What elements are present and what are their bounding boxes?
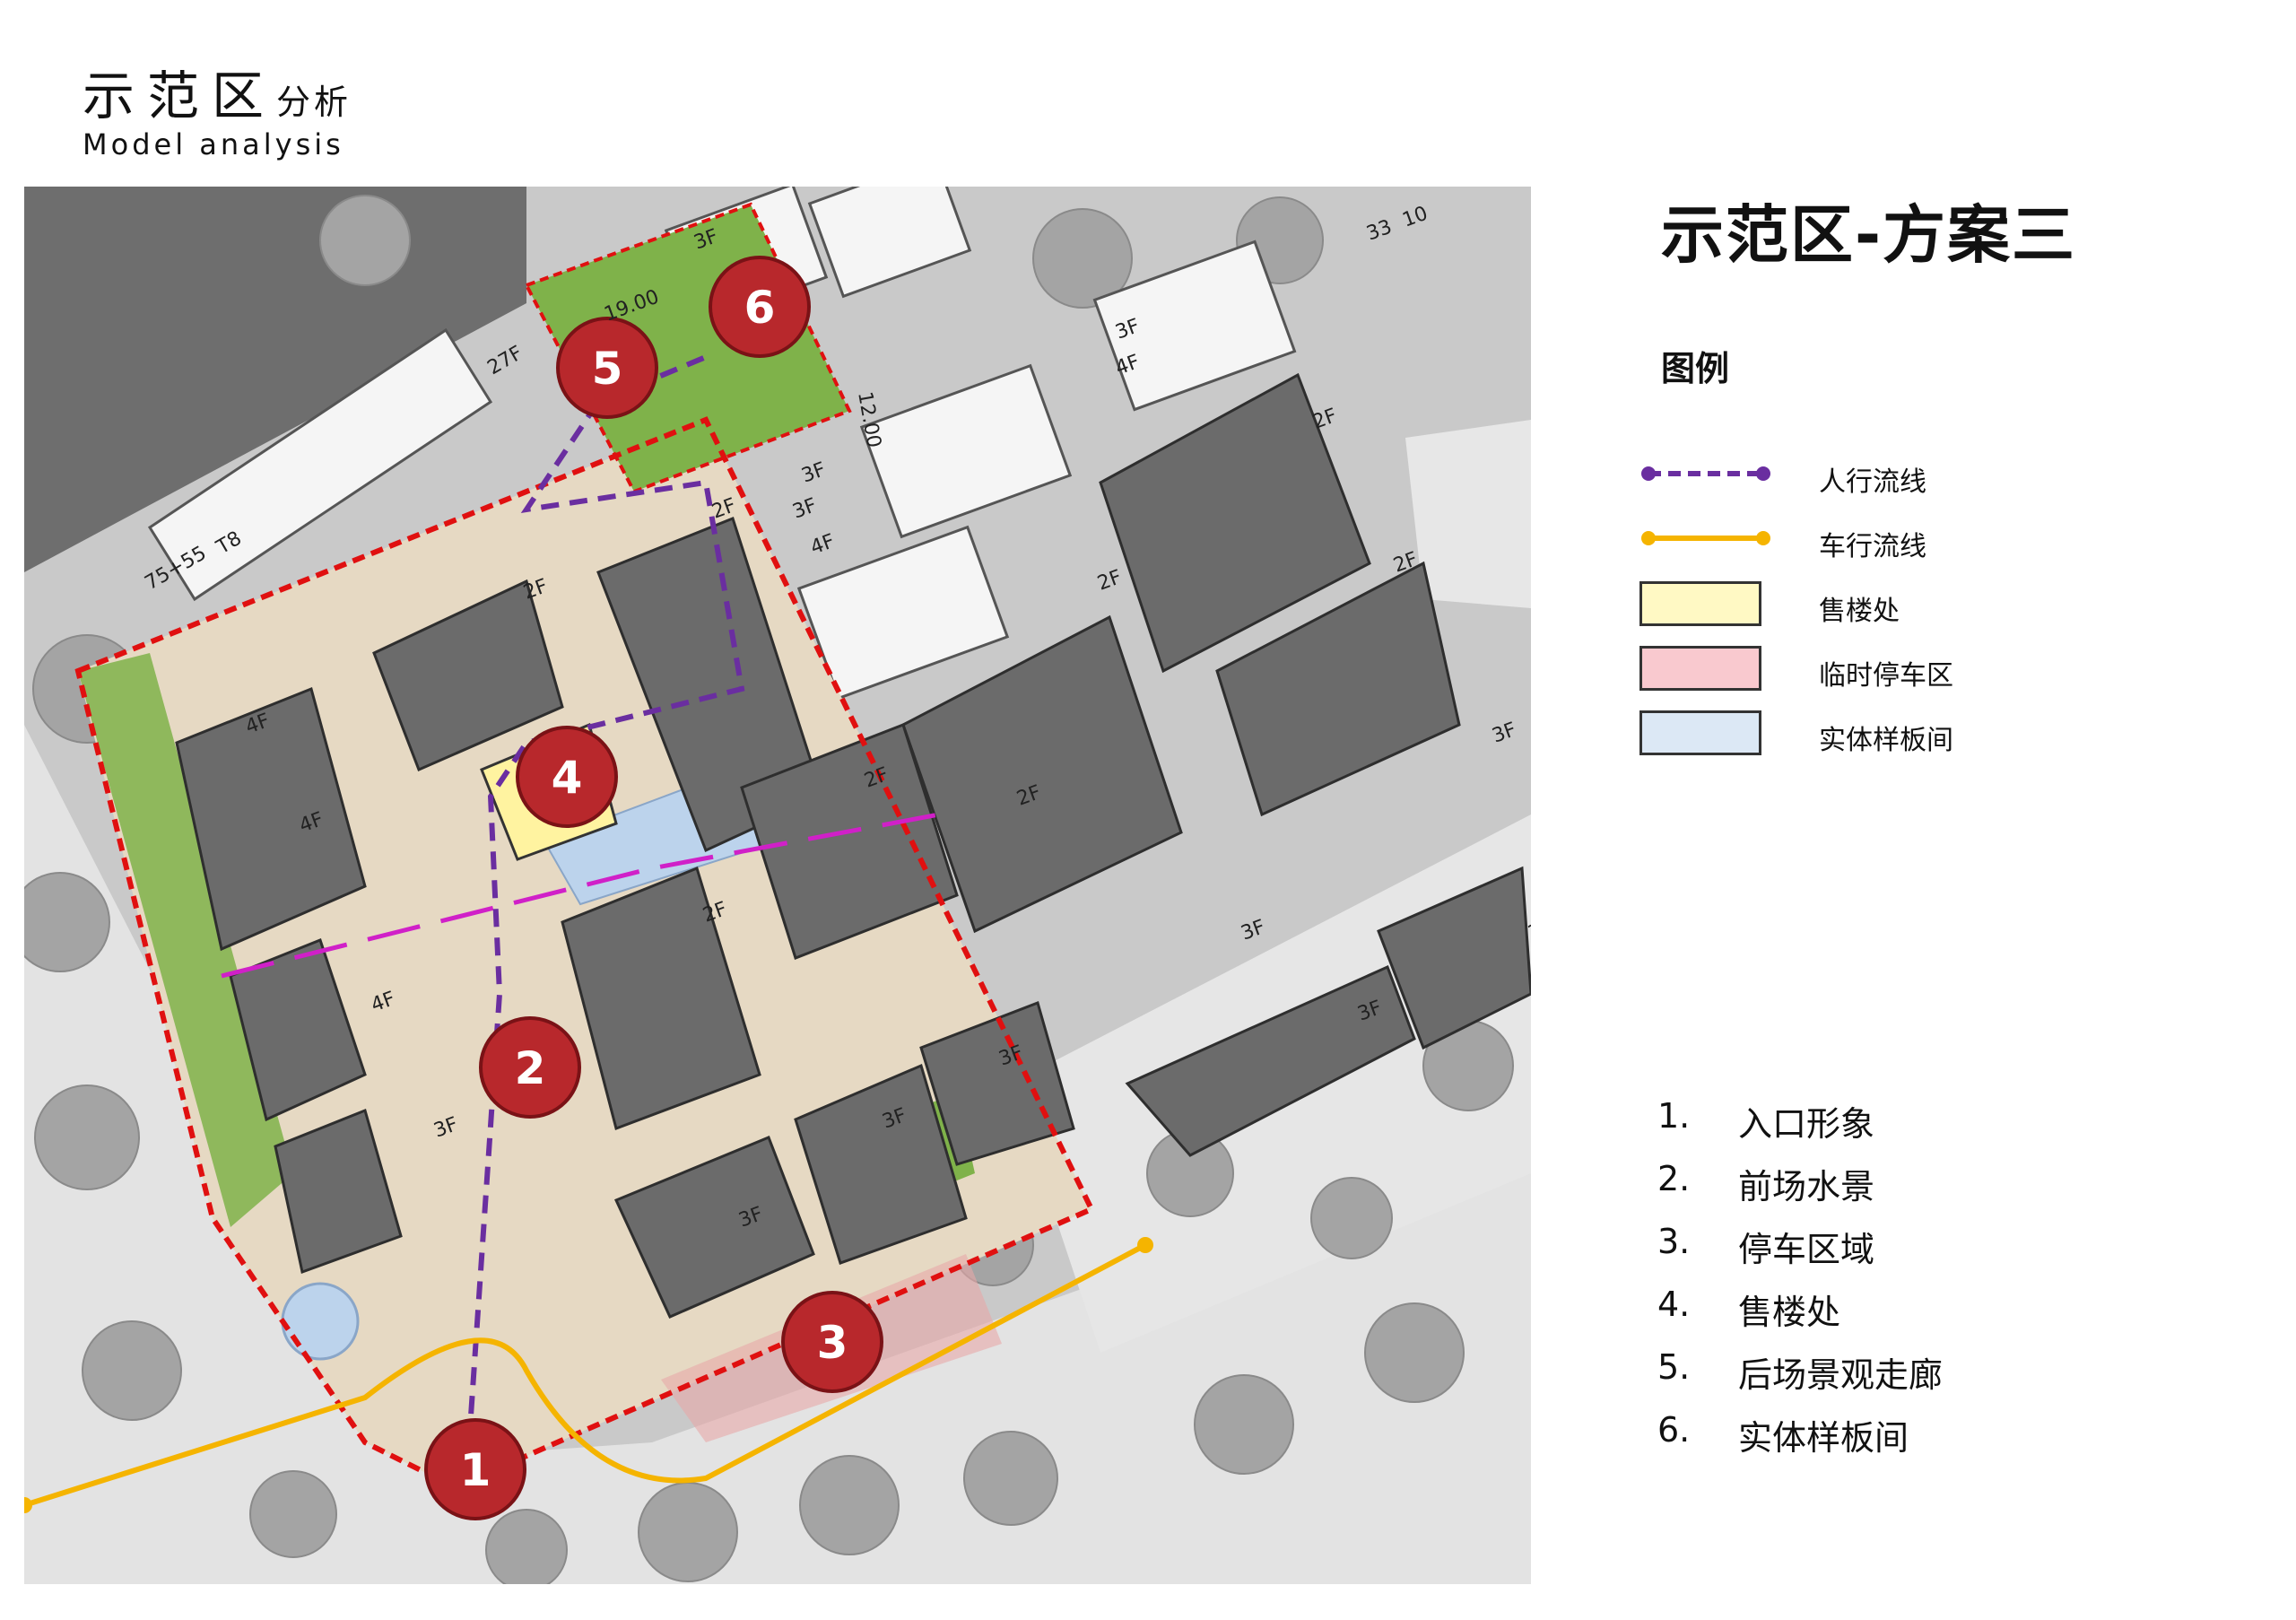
item-text: 后场景观走廊: [1738, 1355, 1944, 1395]
plaza-east: [1405, 420, 1531, 608]
parking-swatch: [1639, 646, 1761, 691]
vehicle-flow-end: [1137, 1237, 1153, 1253]
item-number: 1.: [1657, 1096, 1691, 1136]
item-text: 实体样板间: [1738, 1418, 1909, 1458]
marker-5-circle[interactable]: [556, 317, 658, 419]
marker-3-label: 3: [817, 1317, 848, 1369]
north-block: [24, 187, 526, 572]
header-title-suffix: 分析: [276, 83, 352, 122]
header-title-main: 示范区: [83, 65, 277, 126]
marker-1-circle[interactable]: [424, 1418, 526, 1520]
vehicle-flow-path: [24, 1242, 1147, 1508]
legend-label: 车行流线: [1819, 531, 1926, 562]
legend-label: 售楼处: [1819, 596, 1900, 627]
legend-label: 实体样板间: [1819, 725, 1953, 756]
marker-3-circle[interactable]: [781, 1291, 883, 1393]
site-buildings: [175, 517, 1075, 1319]
marker-6-circle[interactable]: [709, 256, 811, 358]
header-title-en: Model analysis: [83, 127, 344, 161]
item-number: 6.: [1657, 1410, 1691, 1450]
item-number: 2.: [1657, 1159, 1691, 1198]
vehicle-line-icon: [1641, 531, 1770, 545]
site-plan-map: 1 2 3 4 5 6 27F 75+55 T8 4F 4F 4F 3F 2F …: [24, 187, 1531, 1584]
item-text: 入口形象: [1738, 1104, 1875, 1144]
sales-office-swatch: [1639, 581, 1761, 626]
item-number: 5.: [1657, 1347, 1691, 1387]
marker-2-label: 2: [515, 1042, 546, 1094]
vehicle-flow-start: [24, 1497, 32, 1513]
showroom-swatch: [1639, 710, 1761, 755]
site-plan-svg: 1 2 3 4 5 6 27F 75+55 T8 4F 4F 4F 3F 2F …: [24, 187, 1531, 1584]
item-number: 4.: [1657, 1285, 1691, 1324]
road-surface: [24, 725, 1531, 1584]
pedestrian-flow-path: [466, 354, 745, 1443]
map-markers: [424, 256, 883, 1520]
marker-2-circle[interactable]: [479, 1016, 581, 1119]
marker-4-circle[interactable]: [516, 726, 618, 828]
item-text: 停车区域: [1738, 1230, 1875, 1269]
marker-1-label: 1: [460, 1444, 491, 1496]
legend-label: 人行流线: [1819, 466, 1926, 498]
item-number: 3.: [1657, 1222, 1691, 1261]
marker-4-label: 4: [552, 752, 583, 804]
legend-label: 临时停车区: [1819, 660, 1953, 692]
item-text: 售楼处: [1738, 1293, 1841, 1332]
floor-label: 3F: [1526, 916, 1531, 945]
legend-title: 图例: [1661, 349, 1730, 388]
corridor-boundary: [524, 202, 852, 494]
pedestrian-line-icon: [1641, 466, 1770, 481]
marker-5-label: 5: [592, 343, 623, 395]
landscape-axis: [221, 812, 940, 979]
site-boundary: [74, 416, 1096, 1491]
entrance-fountain: [281, 1282, 360, 1361]
item-text: 前场水景: [1738, 1167, 1875, 1206]
tree-canopies: [24, 195, 1514, 1584]
west-green-belt: [78, 653, 293, 1227]
page-header: 示范区分析 Model analysis: [83, 70, 352, 161]
header-title-cn: 示范区分析: [83, 70, 352, 122]
scheme-title: 示范区-方案三: [1661, 198, 2077, 272]
marker-6-label: 6: [744, 282, 776, 334]
east-buildings: [901, 372, 1531, 1157]
marker-labels: 1 2 3 4 5 6: [460, 282, 848, 1496]
